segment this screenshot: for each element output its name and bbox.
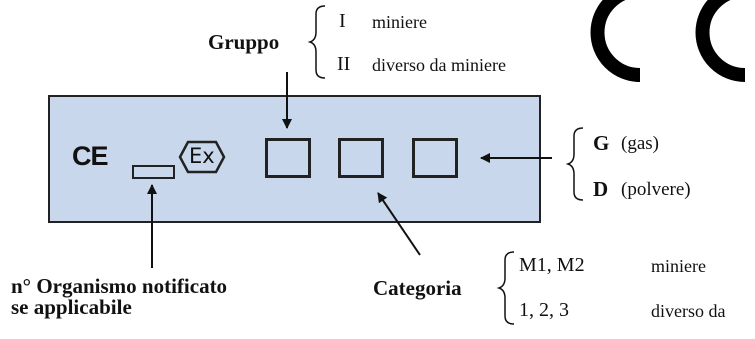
ce-mark: CE [72, 141, 109, 171]
categoria-code-mining: M1, M2 [519, 254, 585, 276]
categoria-title: Categoria [373, 276, 462, 300]
atmosfera-code-d: D [593, 177, 609, 201]
gruppo-box [265, 138, 311, 178]
ex-symbol-text: Ex [189, 144, 215, 168]
gruppo-code-2: II [337, 53, 351, 75]
organismo-line-1: n° Organismo notificato [11, 274, 228, 298]
atmosfera-desc-g: (gas) [621, 133, 659, 154]
categoria-desc-mining: miniere [651, 256, 706, 276]
gruppo-desc-1: miniere [372, 12, 427, 32]
marking-plate: CE Ex [48, 95, 541, 223]
organismo-line-2: se applicabile [11, 295, 132, 319]
categoria-desc-other: diverso da [651, 301, 726, 321]
categoria-box [338, 138, 384, 178]
gruppo-code-1: I [339, 10, 346, 32]
big-ce-c-arc [590, 0, 641, 82]
atmosfera-code-g: G [593, 131, 610, 155]
notified-body-number-box [132, 165, 175, 179]
categoria-arrow [377, 192, 421, 256]
big-ce-e-arc [695, 0, 746, 82]
atmosfera-box [412, 138, 458, 178]
gruppo-title: Gruppo [208, 30, 280, 54]
ex-hexagon-icon [178, 140, 226, 174]
categoria-code-other: 1, 2, 3 [519, 299, 569, 321]
gruppo-desc-2: diverso da miniere [372, 55, 506, 75]
atmosfera-desc-d: (polvere) [621, 179, 691, 200]
